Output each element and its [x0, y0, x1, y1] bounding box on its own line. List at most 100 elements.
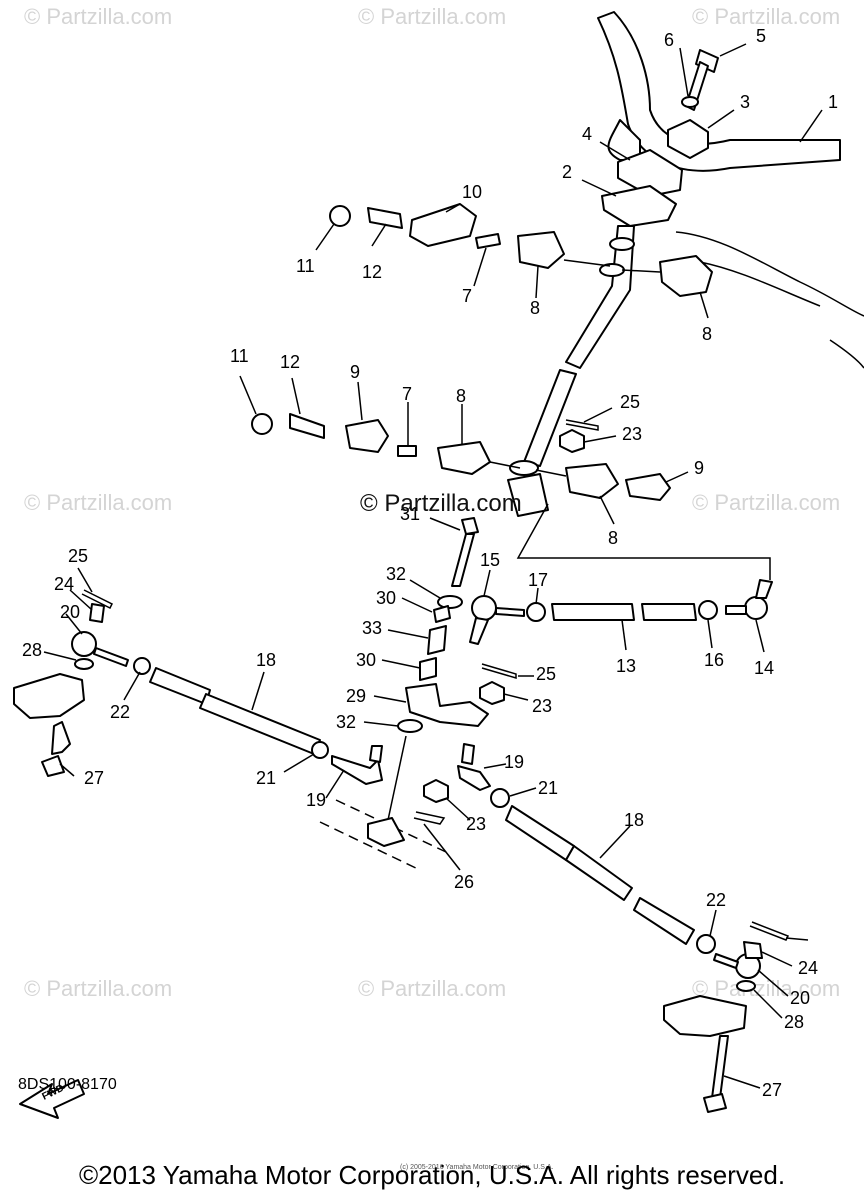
part-label: 11 [230, 346, 249, 366]
part-label: 8 [702, 324, 712, 344]
frame-outline [699, 261, 821, 307]
rod-end-stud [755, 579, 773, 599]
washer [681, 96, 699, 108]
part-label: 25 [68, 546, 88, 566]
part-label: 22 [706, 890, 726, 910]
leader-line [535, 469, 567, 477]
frame-outline [675, 231, 864, 317]
part-label: 27 [84, 768, 104, 788]
tie-rod [149, 667, 211, 705]
part-label: 8 [608, 528, 618, 548]
watermark-center: © Partzilla.com [360, 490, 522, 517]
column-holder [517, 231, 565, 269]
part-label: 32 [386, 564, 406, 584]
part-label: 7 [462, 286, 472, 306]
rod-end-thread [495, 607, 525, 617]
steering-column-lower [523, 369, 577, 467]
rod-end [744, 596, 768, 620]
leader-lines [43, 43, 823, 1089]
part-label: 18 [624, 810, 644, 830]
rod-end [471, 595, 497, 621]
nut [311, 741, 329, 759]
nut [698, 600, 718, 620]
dashed-line [335, 799, 447, 853]
part-label: 4 [582, 124, 592, 144]
washer [74, 658, 94, 670]
watermark: © Partzilla.com [692, 490, 841, 515]
watermark: © Partzilla.com [24, 490, 173, 515]
nut [490, 788, 510, 808]
rod-end [71, 631, 97, 657]
part-label: 33 [362, 618, 382, 638]
rod-end-stud [469, 617, 489, 645]
washer [397, 719, 423, 733]
collar [475, 233, 501, 249]
part-label: 12 [362, 262, 382, 282]
part-label: 6 [664, 30, 674, 50]
column-plate [601, 185, 677, 227]
watermark: © Partzilla.com [692, 976, 841, 1001]
washer [437, 595, 463, 609]
holder-plate [345, 419, 389, 453]
bracket [367, 817, 405, 847]
bushing [419, 657, 437, 681]
part-label: 25 [620, 392, 640, 412]
part-label: 19 [306, 790, 326, 810]
watermark: © Partzilla.com [358, 976, 507, 1001]
part-label: 11 [296, 256, 315, 276]
column-holder [659, 255, 713, 297]
part-label: 7 [402, 384, 412, 404]
copyright-notice: ©2013 Yamaha Motor Corporation, U.S.A. A… [78, 1160, 786, 1190]
part-label: 20 [60, 602, 80, 622]
bolt-shank [51, 721, 71, 755]
knuckle-arm [13, 673, 85, 719]
nut [743, 941, 763, 959]
part-label: 28 [22, 640, 42, 660]
tie-rod [505, 805, 575, 861]
part-label: 31 [400, 504, 420, 524]
column-collar [609, 237, 635, 251]
part-label: 24 [798, 958, 818, 978]
part-label: 32 [336, 712, 356, 732]
part-label: 21 [538, 778, 558, 798]
leader-line [489, 461, 521, 469]
part-label: 5 [756, 26, 766, 46]
part-label: 17 [528, 570, 548, 590]
part-label: 30 [376, 588, 396, 608]
cotter-pin [565, 419, 599, 431]
column-holder [565, 463, 619, 499]
part-label: 27 [762, 1080, 782, 1100]
column-holder [437, 441, 491, 475]
plate-washer [367, 207, 403, 229]
rod-end-thread [713, 953, 739, 969]
part-label: 8 [530, 298, 540, 318]
part-label: 2 [562, 162, 572, 182]
part-label: 14 [754, 658, 774, 678]
part-label: 19 [504, 752, 524, 772]
fwd-arrow-icon: FWD [19, 1079, 85, 1119]
part-label: 23 [466, 814, 486, 834]
plate-washer [289, 413, 325, 439]
part-label: 25 [536, 664, 556, 684]
part-label: 16 [704, 650, 724, 670]
part-label: 23 [532, 696, 552, 716]
watermark: © Partzilla.com [358, 4, 507, 29]
part-label: 23 [622, 424, 642, 444]
handlebar-holder-upper [667, 119, 709, 159]
rod-end-stud [461, 743, 475, 765]
cotter-pin [749, 921, 790, 941]
knuckle-arm [663, 995, 747, 1037]
bolt [703, 1093, 727, 1113]
frame-outline [829, 339, 864, 369]
part-label: 24 [54, 574, 74, 594]
fine-print: (c) 2005-2016 Yamaha Motor Corporation, … [400, 1164, 554, 1171]
bolt-shank [711, 1035, 729, 1099]
column-collar [509, 460, 539, 476]
cotter-pin [481, 663, 517, 680]
rod-end-thread [93, 647, 129, 667]
bolt [461, 517, 479, 535]
tie-rod [551, 603, 635, 621]
tie-rod [565, 845, 633, 901]
